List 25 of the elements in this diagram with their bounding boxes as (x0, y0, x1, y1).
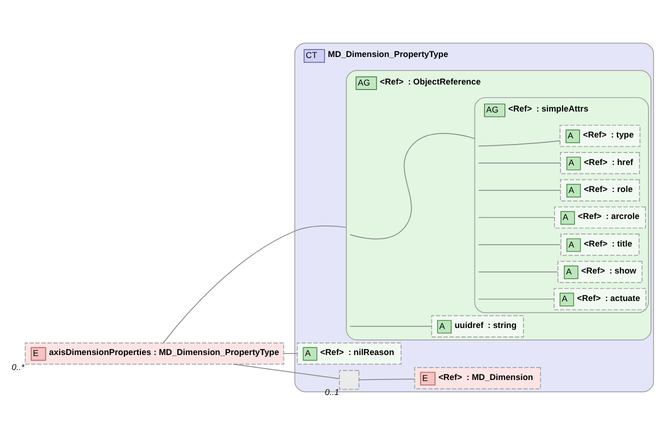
connector (162, 226, 347, 344)
node-box: A <Ref> : actuate (554, 288, 646, 310)
node-box: A <Ref> : nilReason (296, 342, 402, 365)
node-label: 0..* (12, 362, 24, 372)
connector (478, 162, 561, 164)
node-box: A <Ref> : arcrole (554, 206, 646, 229)
connector (232, 364, 340, 380)
node-box (338, 370, 360, 390)
node-box: A <Ref> : show (557, 260, 642, 283)
connector (478, 140, 560, 146)
node-box: E axisDimensionProperties : MD_Dimension_PropertyType (24, 342, 284, 365)
node-box: A <Ref> : title (560, 234, 640, 256)
node-box: A uuidref : string (431, 315, 524, 338)
connector (478, 244, 562, 246)
connector (283, 353, 298, 354)
node-box: E <Ref> : MD_Dimension (414, 367, 541, 390)
node-box: A <Ref> : role (560, 179, 640, 202)
connector (478, 190, 561, 191)
connector (358, 378, 415, 380)
node-box: A <Ref> : type (560, 124, 640, 147)
connector (350, 326, 432, 327)
node-box: A <Ref> : href (560, 152, 640, 174)
connector (478, 298, 554, 300)
connector (350, 133, 476, 240)
connector (478, 217, 555, 218)
